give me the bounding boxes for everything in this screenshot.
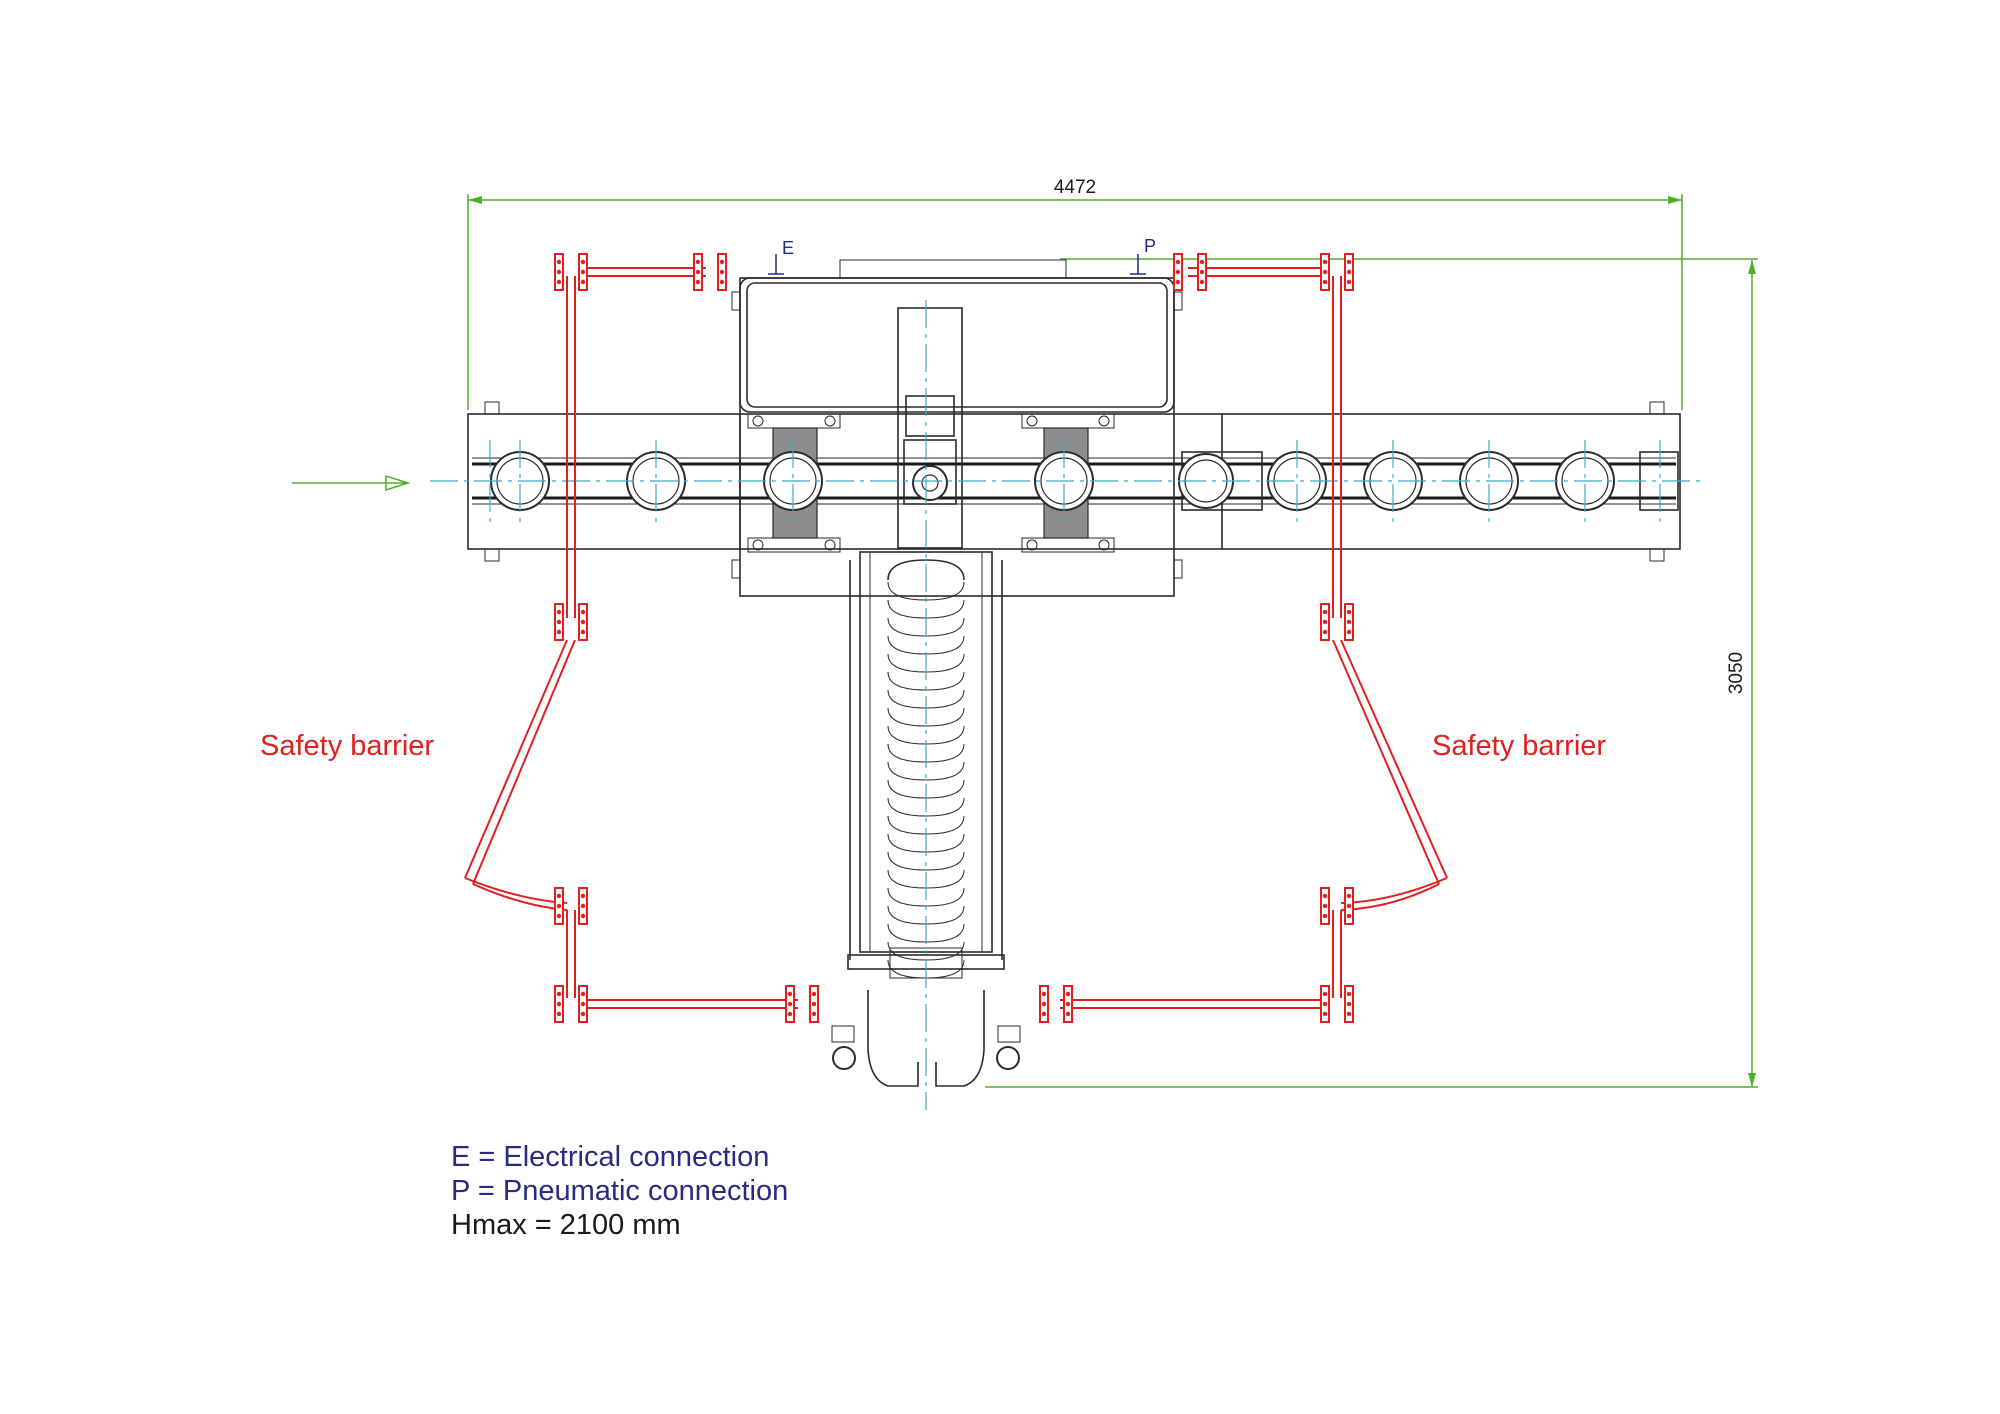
- spiral-loops: [887, 559, 965, 979]
- safety-barrier-left: [464, 267, 798, 1009]
- barrier-post: [1039, 985, 1073, 1023]
- barrier-post: [554, 603, 588, 641]
- legend-electrical: E = Electrical connection: [451, 1141, 770, 1173]
- barrier-post: [693, 253, 727, 291]
- legend-hmax: Hmax = 2100 mm: [451, 1209, 681, 1241]
- spiral-loop: [887, 559, 965, 581]
- center-lines: [430, 300, 1700, 1110]
- barrier-post: [1320, 253, 1354, 291]
- pneumatic-connection-marker: P: [1144, 236, 1156, 256]
- machine-housing: [731, 259, 1183, 597]
- electrical-connection-marker: E: [782, 238, 794, 258]
- safety-barrier-right: [1060, 267, 1448, 1009]
- spiral-loop: [887, 851, 965, 871]
- barrier-posts: [554, 253, 1354, 1023]
- barrier-post: [554, 253, 588, 291]
- spiral-loop: [887, 797, 965, 817]
- spiral-loop: [887, 707, 965, 727]
- chute-outlet: [831, 990, 1021, 1087]
- safety-barrier-left-label: Safety barrier: [260, 730, 434, 762]
- barrier-post: [1320, 985, 1354, 1023]
- width-dimension-label: 4472: [1054, 177, 1096, 198]
- barrier-post: [554, 985, 588, 1023]
- legend: E = Electrical connection P = Pneumatic …: [451, 1140, 788, 1242]
- height-dimension-label: 3050: [1726, 652, 1747, 694]
- spiral-loop: [887, 761, 965, 781]
- barrier-post: [1320, 887, 1354, 925]
- dimension-lines: [292, 194, 1758, 1088]
- barrier-post: [1173, 253, 1207, 291]
- safety-barrier-right-label: Safety barrier: [1432, 730, 1606, 762]
- connection-markers: [768, 254, 1146, 275]
- barrier-post: [1320, 603, 1354, 641]
- legend-pneumatic: P = Pneumatic connection: [451, 1175, 789, 1207]
- barrier-post: [554, 887, 588, 925]
- barrier-post: [785, 985, 819, 1023]
